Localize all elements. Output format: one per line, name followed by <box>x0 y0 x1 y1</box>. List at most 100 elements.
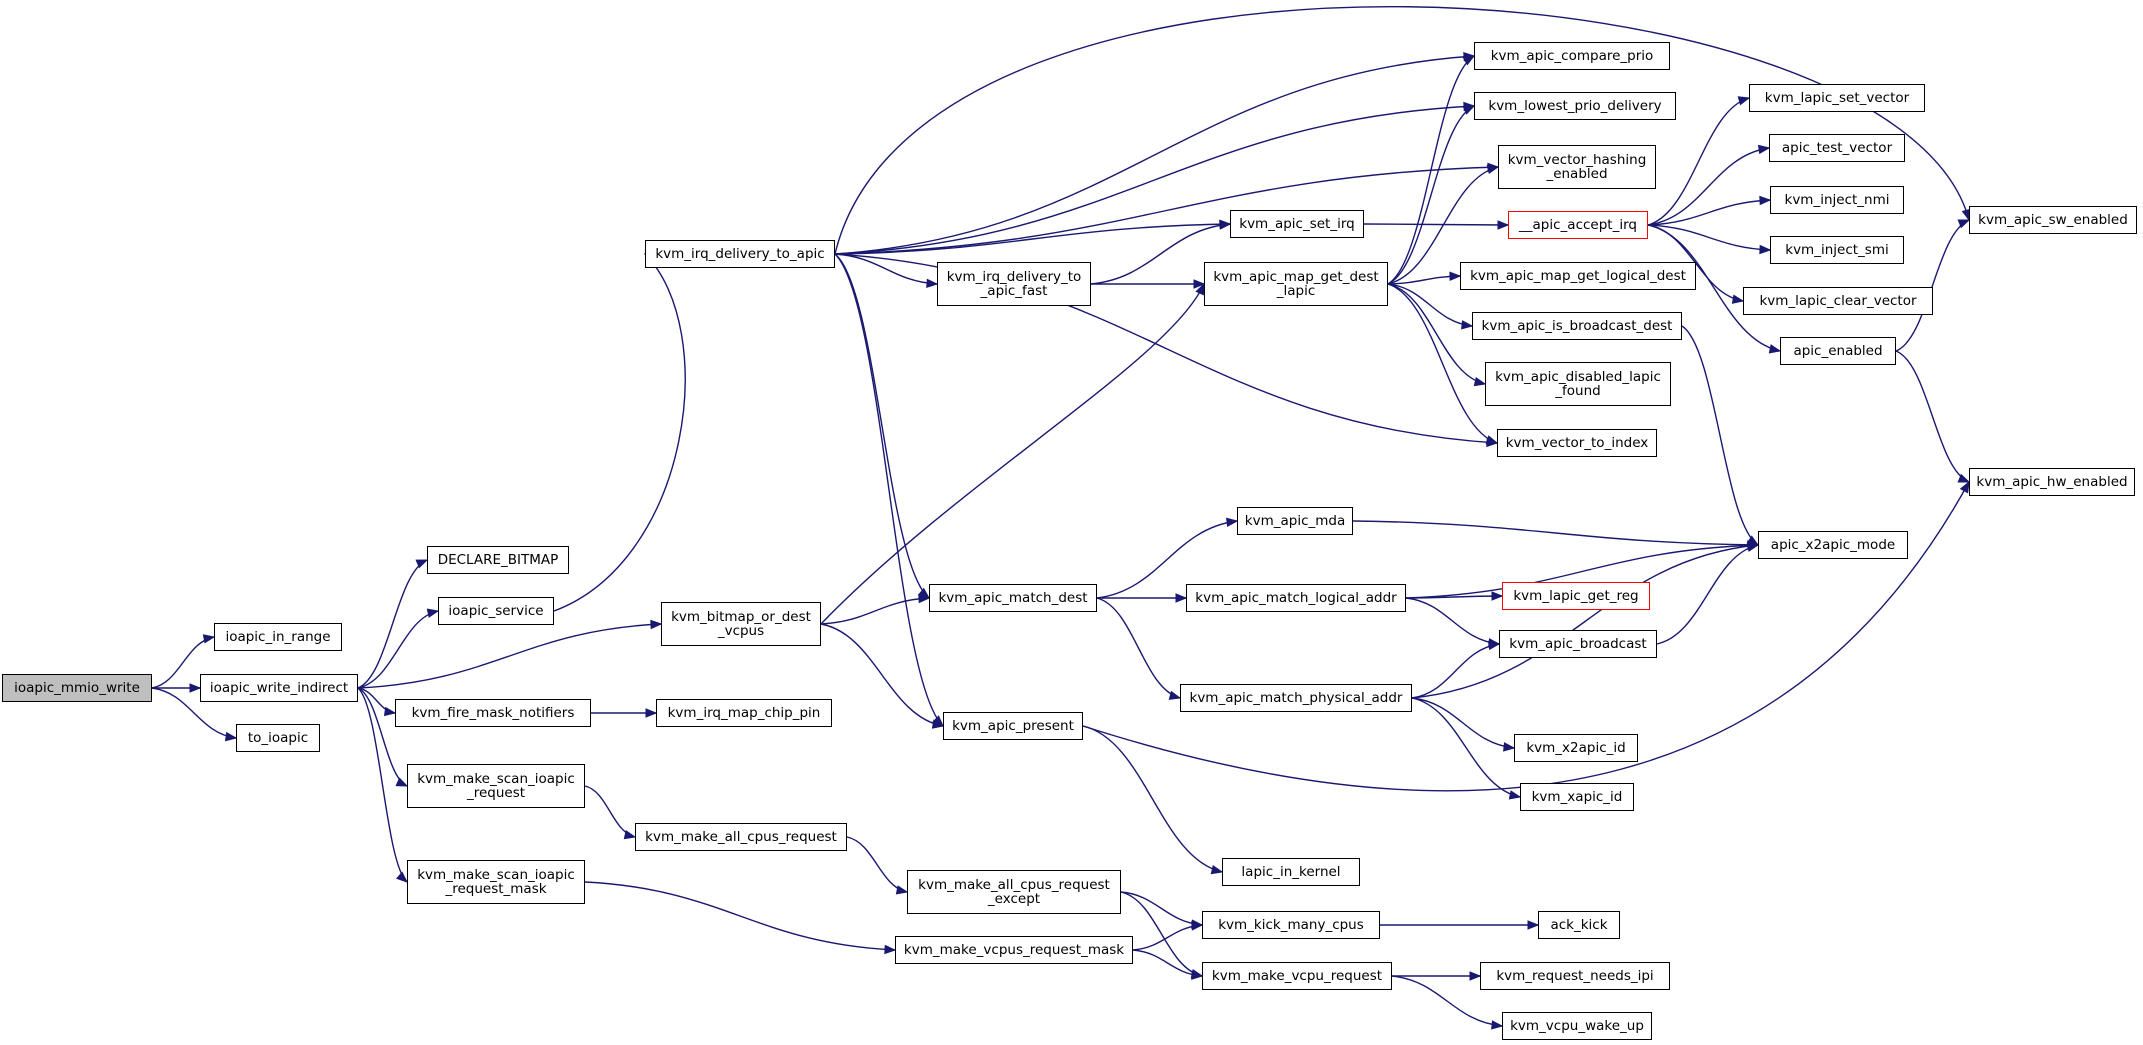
arrowhead-scan-req <box>395 777 409 787</box>
node-xapic-id[interactable]: kvm_xapic_id <box>1520 783 1634 811</box>
node-needs-ipi[interactable]: kvm_request_needs_ipi <box>1480 962 1670 990</box>
arrowhead-fire-mask <box>383 706 397 717</box>
node-compare-prio[interactable]: kvm_apic_compare_prio <box>1474 42 1670 70</box>
node-inject-smi[interactable]: kvm_inject_smi <box>1770 236 1904 264</box>
node-vcpus-mask[interactable]: kvm_make_vcpus_request_mask <box>895 936 1133 964</box>
arrowhead-is-broadcast <box>1461 320 1474 330</box>
edge-bitmap-to-match-dest <box>820 597 930 625</box>
node-service[interactable]: ioapic_service <box>438 597 554 625</box>
node-hw-enabled[interactable]: kvm_apic_hw_enabled <box>1969 468 2135 496</box>
edge-delivery-to-present <box>834 253 944 727</box>
arrowhead-inject-nmi <box>1759 195 1772 206</box>
node-disabled-lapic[interactable]: kvm_apic_disabled_lapic _found <box>1485 362 1671 406</box>
arrowhead-map-get <box>1195 282 1205 296</box>
arrowhead-bitmap <box>650 619 663 630</box>
node-physical[interactable]: kvm_apic_match_physical_addr <box>1180 684 1412 712</box>
arrowhead-get-reg <box>1491 591 1504 601</box>
edge-wi-to-bitmap <box>357 623 662 689</box>
node-chip-pin[interactable]: kvm_irq_map_chip_pin <box>656 699 832 727</box>
arrowhead-x2apic-id <box>1503 742 1516 752</box>
node-in-kernel[interactable]: lapic_in_kernel <box>1222 858 1360 886</box>
arrowhead-kick-many <box>1191 921 1204 931</box>
edge-bitmap-to-map-get <box>820 283 1205 625</box>
edge-wi-to-scan-req-mask <box>357 687 408 883</box>
node-fire-mask[interactable]: kvm_fire_mask_notifiers <box>395 699 591 727</box>
edge-service-to-delivery <box>553 253 686 612</box>
node-set-vector[interactable]: kvm_lapic_set_vector <box>1749 84 1925 112</box>
edge-delivery-to-set-irq <box>834 223 1231 255</box>
node-accept-irq[interactable]: __apic_accept_irq <box>1508 211 1648 239</box>
arrowhead-clear-vector <box>1731 294 1745 304</box>
edge-physical-to-x2apic-mode <box>1411 544 1759 699</box>
node-kick-many[interactable]: kvm_kick_many_cpus <box>1202 911 1380 939</box>
node-delivery-fast[interactable]: kvm_irq_delivery_to _apic_fast <box>937 262 1091 306</box>
node-mda[interactable]: kvm_apic_mda <box>1237 507 1353 535</box>
arrowhead-vh-enabled <box>1486 164 1500 175</box>
arrowhead-sw-enabled <box>1957 219 1971 229</box>
edge-physical-to-xapic-id <box>1411 697 1521 798</box>
arrowhead-wake-up <box>1491 1020 1504 1030</box>
edge-mmio-to-to-ioapic <box>151 687 237 739</box>
node-present[interactable]: kvm_apic_present <box>943 712 1083 740</box>
node-ack-kick[interactable]: ack_kick <box>1538 911 1620 939</box>
edge-wi-to-service <box>357 610 439 689</box>
node-wake-up[interactable]: kvm_vcpu_wake_up <box>1502 1012 1652 1040</box>
node-is-broadcast[interactable]: kvm_apic_is_broadcast_dest <box>1472 312 1682 340</box>
arrowhead-hw-enabled <box>1957 473 1971 483</box>
node-x2apic-id[interactable]: kvm_x2apic_id <box>1514 734 1638 762</box>
node-mmio[interactable]: ioapic_mmio_write <box>2 674 152 702</box>
edge-physical-to-x2apic-id <box>1411 697 1515 749</box>
node-match-dest[interactable]: kvm_apic_match_dest <box>929 584 1097 612</box>
edge-accept-irq-to-test-vector <box>1647 147 1770 226</box>
edge-delivery-fast-to-set-irq <box>1090 223 1231 285</box>
node-clear-vector[interactable]: kvm_lapic_clear_vector <box>1743 287 1933 315</box>
node-bitmap[interactable]: kvm_bitmap_or_dest _vcpus <box>661 602 821 646</box>
node-all-cpus[interactable]: kvm_make_all_cpus_request <box>635 823 847 851</box>
node-all-cpus-except[interactable]: kvm_make_all_cpus_request _except <box>907 870 1121 914</box>
edge-delivery-to-compare-prio <box>834 55 1475 255</box>
node-set-irq[interactable]: kvm_apic_set_irq <box>1230 210 1364 238</box>
node-vh-enabled[interactable]: kvm_vector_hashing _enabled <box>1498 145 1656 189</box>
arrowhead-apic-enabled <box>1768 344 1782 354</box>
node-broadcast[interactable]: kvm_apic_broadcast <box>1499 630 1657 658</box>
edge-vcpu-req-to-wake-up <box>1391 975 1503 1027</box>
arrowhead-ack-kick <box>1527 920 1540 930</box>
node-scan-req[interactable]: kvm_make_scan_ioapic _request <box>407 764 585 808</box>
arrowhead-service <box>426 608 440 618</box>
edge-match-dest-to-mda <box>1096 520 1238 599</box>
node-to-ioapic[interactable]: to_ioapic <box>236 724 320 752</box>
arrowhead-vec-to-index <box>1485 435 1499 445</box>
node-apic-enabled[interactable]: apic_enabled <box>1780 337 1896 365</box>
edge-all-cpus-except-to-vcpu-req <box>1120 891 1203 977</box>
node-vcpu-req[interactable]: kvm_make_vcpu_request <box>1202 962 1392 990</box>
edge-map-get-to-compare-prio <box>1387 55 1475 285</box>
edge-is-broadcast-to-x2apic-mode <box>1681 325 1759 546</box>
node-declare-bitmap[interactable]: DECLARE_BITMAP <box>427 546 569 574</box>
arrowhead-declare-bitmap <box>415 559 429 569</box>
edge-logical-to-get-reg <box>1405 595 1503 599</box>
node-vec-to-index[interactable]: kvm_vector_to_index <box>1497 429 1657 457</box>
node-x2apic-mode[interactable]: apic_x2apic_mode <box>1758 531 1908 559</box>
node-in-range[interactable]: ioapic_in_range <box>214 623 342 651</box>
edge-accept-irq-to-apic-enabled <box>1647 224 1781 352</box>
edge-delivery-to-match-dest <box>834 253 930 599</box>
node-delivery[interactable]: kvm_irq_delivery_to_apic <box>645 240 835 268</box>
node-map-get[interactable]: kvm_apic_map_get_dest _lapic <box>1204 262 1388 306</box>
arrowhead-set-vector <box>1737 96 1751 106</box>
arrowhead-x2apic-mode <box>1746 535 1760 546</box>
node-sw-enabled[interactable]: kvm_apic_sw_enabled <box>1969 206 2137 234</box>
node-test-vector[interactable]: apic_test_vector <box>1769 134 1905 162</box>
node-get-reg[interactable]: kvm_lapic_get_reg <box>1502 582 1650 610</box>
node-logical[interactable]: kvm_apic_match_logical_addr <box>1186 584 1406 612</box>
arrowhead-physical <box>1168 690 1182 700</box>
edge-map-get-to-is-broadcast <box>1387 283 1473 327</box>
node-inject-nmi[interactable]: kvm_inject_nmi <box>1770 186 1904 214</box>
arrowhead-hw-enabled <box>1959 480 1970 494</box>
node-wi[interactable]: ioapic_write_indirect <box>200 674 358 702</box>
edge-bitmap-to-present <box>820 623 944 727</box>
arrowhead-mda <box>1226 517 1239 527</box>
node-lowest-prio[interactable]: kvm_lowest_prio_delivery <box>1474 92 1676 120</box>
edge-broadcast-to-x2apic-mode <box>1656 544 1759 645</box>
node-scan-req-mask[interactable]: kvm_make_scan_ioapic _request_mask <box>407 860 585 904</box>
node-get-logical-dest[interactable]: kvm_apic_map_get_logical_dest <box>1460 262 1696 290</box>
